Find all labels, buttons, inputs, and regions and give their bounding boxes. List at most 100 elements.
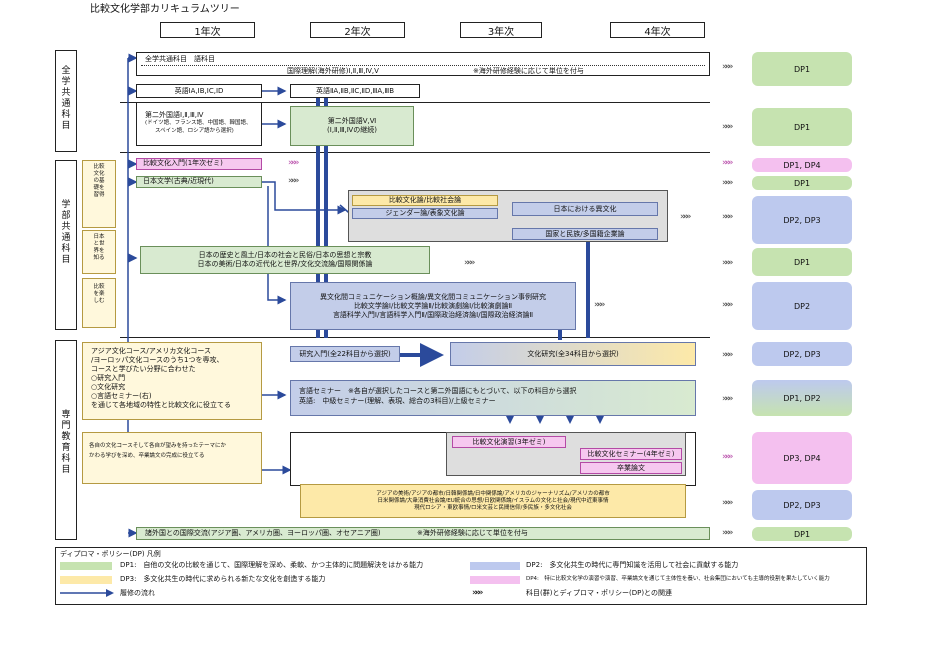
legend-dp1: DP1: 自他の文化の比較を通じて、国際理解を深め、柔軟、かつ主体的に問題解決を…: [120, 561, 424, 569]
dp-badge: DP2: [752, 282, 852, 330]
intl-understanding-label: 国際理解(海外研修)Ⅰ,Ⅱ,Ⅲ,Ⅳ,Ⅴ: [287, 67, 379, 75]
chevron-icon: »»»: [722, 158, 734, 168]
gender-box: ジェンダー論/表象文化論: [352, 208, 498, 219]
divider: [120, 337, 710, 338]
legend-dp3: DP3: 多文化共生の時代に求められる新たな文化を創造する能力: [120, 575, 326, 583]
chevron-icon: »»»: [722, 122, 734, 132]
chevron-icon: »»»: [722, 258, 734, 268]
course-desc-line: コースと学びたい分野に合わせた: [91, 365, 196, 373]
section-common: [55, 50, 77, 152]
chevron-icon: »»»: [722, 178, 734, 188]
dp-badge: DP3, DP4: [752, 432, 852, 484]
chevron-icon: »»»: [722, 528, 734, 538]
legend-title: ディプロマ・ポリシー(DP) 凡例: [60, 550, 161, 558]
chevron-icon: »»»: [722, 452, 734, 462]
language-seminar-line: 英語: 中級セミナー(理解、表現、総合の3科目)/上級セミナー: [299, 397, 496, 405]
dp-badge: DP1: [752, 108, 852, 146]
chevron-icon: »»»: [288, 158, 300, 168]
japan-history-box: 日本の歴史と風土/日本の社会と民俗/日本の思想と宗教 日本の美術/日本の近代化と…: [140, 246, 430, 274]
flow-arrow: [267, 186, 287, 305]
section-faculty-label: 学部共通科目: [61, 200, 71, 265]
chevron-icon: »»»: [722, 62, 734, 72]
lang2-title: 第二外国語Ⅰ,Ⅱ,Ⅲ,Ⅳ: [145, 111, 204, 119]
year-2-header: 2年次: [310, 22, 405, 38]
dp-badge: DP1: [752, 52, 852, 86]
language-seminar-box: 言語セミナー ※各自が選択したコースと第二外国語にもとづいて、以下の科目から選択…: [290, 380, 696, 416]
chevron-icon: »»»: [680, 212, 692, 222]
legend-flow: 履修の流れ: [120, 589, 155, 597]
course-desc-line: ○言語セミナー(右): [91, 392, 152, 400]
course-desc-line: を通じて各地域の特性と比較文化に役立てる: [91, 401, 231, 409]
lang2-detail: スペイン語、ロシア語から選択): [155, 128, 234, 134]
subsection-enjoy-label: 比較を楽しむ: [93, 284, 105, 304]
research-intro-box: 研究入門(全22科目から選択): [290, 346, 400, 362]
regional-line: アジアの美術/アジアの都市/日韓関係論/日中関係論/アメリカのジャーナリズム/ア…: [376, 490, 610, 497]
theme-description-box: 各自の文化コースそして各自が望みを持ったテーマにか かわる学びを深め、卒業論文の…: [82, 432, 262, 484]
english-2-box: 英語ⅡA,ⅡB,ⅡC,ⅡD,ⅢA,ⅢB: [290, 84, 420, 98]
dp-badge: DP1: [752, 248, 852, 276]
legend-dp4: DP4: 特に比較文化学の演習や演習、卒業論文を通じて主体性を養い、社会集団にお…: [526, 576, 830, 582]
lang2b-detail: (Ⅰ,Ⅱ,Ⅲ,Ⅳの継続): [327, 126, 377, 134]
foreign-exchange-box: 諸外国との国際交流(アジア圏、アメリカ圏、ヨーロッパ圏、オセアニア圏) ※海外研…: [136, 527, 710, 540]
regional-line: 現代ロシア・東欧事情/ロ米文芸と民間信仰/多民族・多文化社会: [414, 504, 572, 511]
year-3-header: 3年次: [460, 22, 542, 38]
regional-subjects-box: アジアの美術/アジアの都市/日韓関係論/日中関係論/アメリカのジャーナリズム/ア…: [300, 484, 686, 518]
legend-dp2: DP2: 多文化共生の時代に専門知識を活用して社会に貢献する能力: [526, 561, 739, 569]
nation-box: 国家と民族/多国籍企業論: [512, 228, 658, 240]
japan-history-line: 日本の美術/日本の近代化と世界/文化交流論/国際関係論: [197, 260, 373, 268]
intl-note: ※海外研修経験に応じて単位を付与: [473, 67, 584, 75]
subsection-know: [82, 230, 116, 274]
dp-badge: DP1: [752, 527, 852, 541]
comparative-seminar-4-box: 比較文化セミナー(4年ゼミ): [580, 448, 682, 460]
divider: [120, 152, 710, 153]
intercultural-line: 言語科学入門Ⅰ/言語科学入門Ⅱ/国際政治経済論Ⅰ/国際政治経済論Ⅱ: [332, 310, 534, 319]
flow-arrow: [262, 181, 347, 215]
course-desc-line: /ヨーロッパ文化コースのうち1つを専攻、: [91, 356, 224, 364]
legend-swatch-dp2: [470, 562, 520, 570]
language-seminar-line: 言語セミナー ※各自が選択したコースと第二外国語にもとづいて、以下の科目から選択: [299, 387, 577, 395]
intercultural-box: 異文化間コミュニケーション概論/異文化間コミュニケーション事例研究 比較文学論Ⅰ…: [290, 282, 576, 330]
common-row-label: 全学共通科目 語科目: [145, 55, 215, 63]
chevron-icon: »»»: [722, 394, 734, 404]
foreign-exchange-note: ※海外研修経験に応じて単位を付与: [417, 529, 528, 537]
legend-box: ディプロマ・ポリシー(DP) 凡例 DP1: 自他の文化の比較を通じて、国際理解…: [55, 547, 867, 605]
japan-history-line: 日本の歴史と風土/日本の社会と民俗/日本の思想と宗教: [198, 251, 372, 259]
section-common-label: 全学共通科目: [61, 66, 71, 131]
dp-badge: DP2, DP3: [752, 490, 852, 520]
legend-swatch-dp4: [470, 576, 520, 584]
chevron-icon: »»»: [288, 176, 300, 186]
dp-badge: DP2, DP3: [752, 342, 852, 366]
course-desc-line: アジア文化コース/アメリカ文化コース: [91, 347, 212, 355]
chevron-icon: »»»: [464, 258, 476, 268]
theme-desc-line: かわる学びを深め、卒業論文の完成に役立てる: [89, 453, 205, 459]
course-description-box: アジア文化コース/アメリカ文化コース /ヨーロッパ文化コースのうち1つを専攻、 …: [82, 342, 262, 420]
chevron-icon: »»»: [722, 350, 734, 360]
subsection-basics: [82, 160, 116, 228]
section-specialty: [55, 340, 77, 540]
subsection-enjoy: [82, 278, 116, 328]
flow-arrow-head: [106, 589, 114, 597]
chevron-icon: »»»: [594, 300, 606, 310]
theme-desc-line: 各自の文化コースそして各自が望みを持ったテーマにか: [89, 443, 227, 449]
culture-study-box: 文化研究(全34科目から選択): [450, 342, 696, 366]
chevron-icon: »»»: [722, 212, 734, 222]
subsection-know-label: 日本と世界を知る: [93, 234, 105, 261]
section-specialty-label: 専門教育科目: [61, 410, 71, 475]
page-title: 比較文化学部カリキュラムツリー: [90, 4, 240, 15]
chevron-icon: »»»: [472, 588, 484, 598]
english-1-box: 英語ⅠA,ⅠB,ⅠC,ⅠD: [136, 84, 262, 98]
lang2-detail: (ドイツ語、フランス語、中国語、韓国語、: [145, 120, 252, 126]
course-desc-line: ○文化研究: [91, 383, 126, 391]
intercultural-line: 異文化間コミュニケーション概論/異文化間コミュニケーション事例研究: [319, 292, 547, 301]
course-desc-line: ○研究入門: [91, 374, 126, 382]
intro-comparative-culture-box: 比較文化入門(1年次ゼミ): [136, 158, 262, 170]
divider: [141, 65, 705, 66]
flow-arrow-legend-icon: [60, 589, 114, 597]
section-faculty: [55, 160, 77, 330]
legend-swatch-dp1: [60, 562, 112, 570]
dp-badge: DP1, DP4: [752, 158, 852, 172]
subsection-basics-label: 比較文化の基礎を習得: [93, 164, 105, 198]
foreign-exchange-label: 諸外国との国際交流(アジア圏、アメリカ圏、ヨーロッパ圏、オセアニア圏): [145, 529, 381, 537]
divider: [120, 102, 710, 103]
lang2b-title: 第二外国語Ⅴ,Ⅵ: [327, 117, 377, 125]
